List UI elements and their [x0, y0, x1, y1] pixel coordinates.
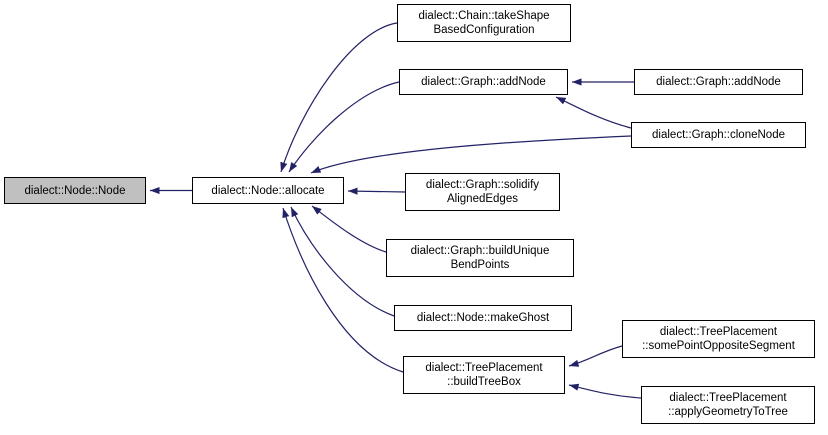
node-dialect-node-allocate[interactable]: dialect::Node::allocate	[192, 177, 344, 204]
edge-solidify-to-allocate	[347, 187, 406, 195]
edge-takeshape-to-allocate	[280, 22, 398, 173]
edge-clonenode-to-allocate	[310, 135, 632, 174]
edge-somepoint-to-buildtreebox	[568, 345, 623, 367]
node-dialect-graph-clonenode[interactable]: dialect::Graph::cloneNode	[631, 122, 806, 148]
node-dialect-node-makeghost[interactable]: dialect::Node::makeGhost	[394, 305, 572, 331]
edge-makeghost-to-allocate	[290, 206, 395, 317]
node-dialect-treeplacement-somepointoppositesegment[interactable]: dialect::TreePlacement ::somePointOpposi…	[622, 320, 815, 358]
edge-buildtreebox-to-allocate	[282, 207, 404, 373]
node-dialect-node-node[interactable]: dialect::Node::Node	[4, 177, 146, 204]
node-dialect-graph-addnode-caller[interactable]: dialect::Graph::addNode	[634, 69, 803, 95]
node-dialect-graph-addnode[interactable]: dialect::Graph::addNode	[399, 69, 568, 95]
node-dialect-graph-builduniquebendpoints[interactable]: dialect::Graph::buildUnique BendPoints	[386, 239, 574, 277]
edge-addnode-to-allocate	[288, 81, 400, 173]
node-dialect-treeplacement-buildtreebox[interactable]: dialect::TreePlacement ::buildTreeBox	[403, 356, 565, 394]
node-dialect-graph-solidifyalignededges[interactable]: dialect::Graph::solidify AlignedEdges	[405, 173, 560, 211]
node-dialect-chain-takeshapebasedconfiguration[interactable]: dialect::Chain::takeShape BasedConfigura…	[397, 4, 571, 42]
edge-applygeometry-to-buildtreebox	[568, 383, 642, 399]
edge-buildunique-to-allocate	[311, 205, 387, 253]
edge-clonenode-to-addnode	[555, 96, 632, 129]
node-dialect-treeplacement-applygeometrytotree[interactable]: dialect::TreePlacement ::applyGeometryTo…	[641, 386, 815, 424]
